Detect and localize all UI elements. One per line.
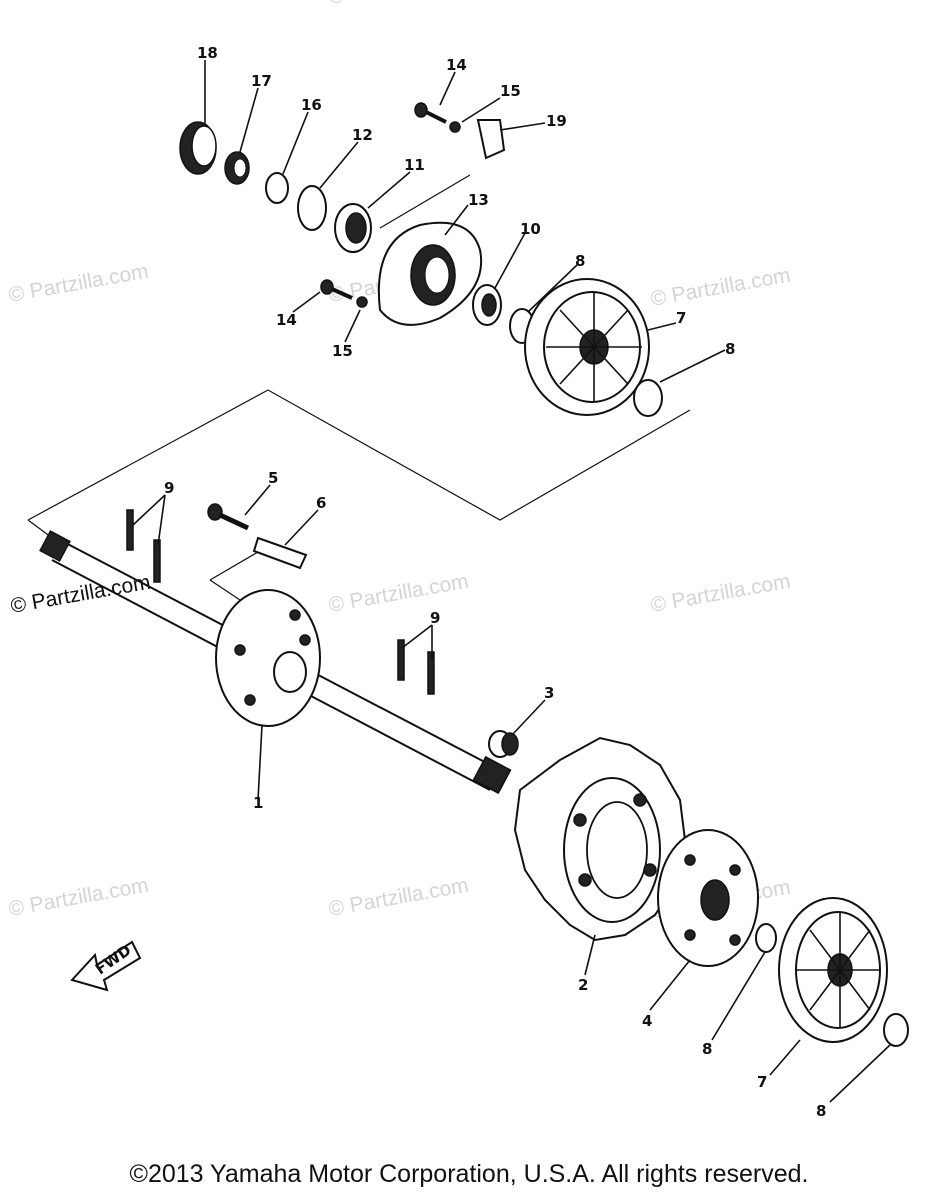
callout-17: 17 <box>251 72 272 90</box>
part-3-spacer <box>488 730 519 758</box>
callout-8: 8 <box>575 252 585 270</box>
part-4-plate <box>657 829 759 967</box>
watermark-layer: © Partzilla.com © Partzilla.com © Partzi… <box>7 0 792 923</box>
callout-11: 11 <box>404 156 425 174</box>
callout-13: 13 <box>468 191 489 209</box>
part-8-washer <box>755 923 777 953</box>
callout-6: 6 <box>316 494 326 512</box>
callout-8: 8 <box>725 340 735 358</box>
copyright-notice: ©2013 Yamaha Motor Corporation, U.S.A. A… <box>129 1160 809 1188</box>
callout-9: 9 <box>164 479 174 497</box>
watermark: © Partzilla.com <box>649 570 792 617</box>
guide-line <box>209 579 241 601</box>
part-11-bearing <box>334 203 372 253</box>
part-6-link <box>252 536 308 570</box>
leader-lines <box>132 60 891 1103</box>
callout-4: 4 <box>642 1012 652 1030</box>
part-13-housing <box>377 221 483 326</box>
callout-7: 7 <box>757 1073 767 1091</box>
forward-arrow-icon: FWD <box>70 940 142 992</box>
callout-10: 10 <box>520 220 541 238</box>
callout-14: 14 <box>276 311 297 329</box>
assembly-outline <box>27 389 691 521</box>
callout-2: 2 <box>578 976 588 994</box>
part-15-washer <box>449 121 461 133</box>
part-19-bracket <box>476 119 506 160</box>
part-16-washer <box>265 172 289 204</box>
part-9-pins <box>126 509 435 695</box>
callout-5: 5 <box>268 469 278 487</box>
watermark: © Partzilla.com <box>327 570 470 617</box>
part-17-hub <box>224 151 250 185</box>
part-7-wheel <box>524 278 650 416</box>
callout-9: 9 <box>430 609 440 627</box>
callout-8: 8 <box>816 1102 826 1120</box>
callout-7: 7 <box>676 309 686 327</box>
part-1-flange <box>215 589 321 727</box>
part-15-washer <box>356 296 368 308</box>
watermark: © Partzilla.com <box>327 0 470 9</box>
part-2-sprocket <box>513 736 687 942</box>
callout-15: 15 <box>500 82 521 100</box>
watermark: © Partzilla.com <box>7 260 150 307</box>
watermark: © Partzilla.com <box>7 874 150 921</box>
callout-14: 14 <box>446 56 467 74</box>
callout-1: 1 <box>253 794 263 812</box>
callout-15: 15 <box>332 342 353 360</box>
part-18-gear <box>179 121 217 175</box>
part-8-washer <box>883 1013 909 1047</box>
callout-19: 19 <box>546 112 567 130</box>
guide-line-bracket <box>379 174 471 229</box>
part-8-washer <box>633 379 663 417</box>
part-14-bolt <box>320 279 353 300</box>
callout-16: 16 <box>301 96 322 114</box>
callout-12: 12 <box>352 126 373 144</box>
part-7-wheel <box>778 897 888 1043</box>
part-14-bolt <box>414 102 447 124</box>
watermark: © Partzilla.com <box>327 874 470 921</box>
part-12-circlip <box>297 185 327 231</box>
callout-numbers: 18 17 16 12 11 14 15 19 13 10 14 15 8 7 … <box>164 44 826 1120</box>
callout-8: 8 <box>702 1040 712 1058</box>
callout-18: 18 <box>197 44 218 62</box>
watermark: © Partzilla.com <box>649 264 792 311</box>
part-10-bearing <box>472 284 502 326</box>
part-5-bolt <box>207 503 250 531</box>
callout-3: 3 <box>544 684 554 702</box>
